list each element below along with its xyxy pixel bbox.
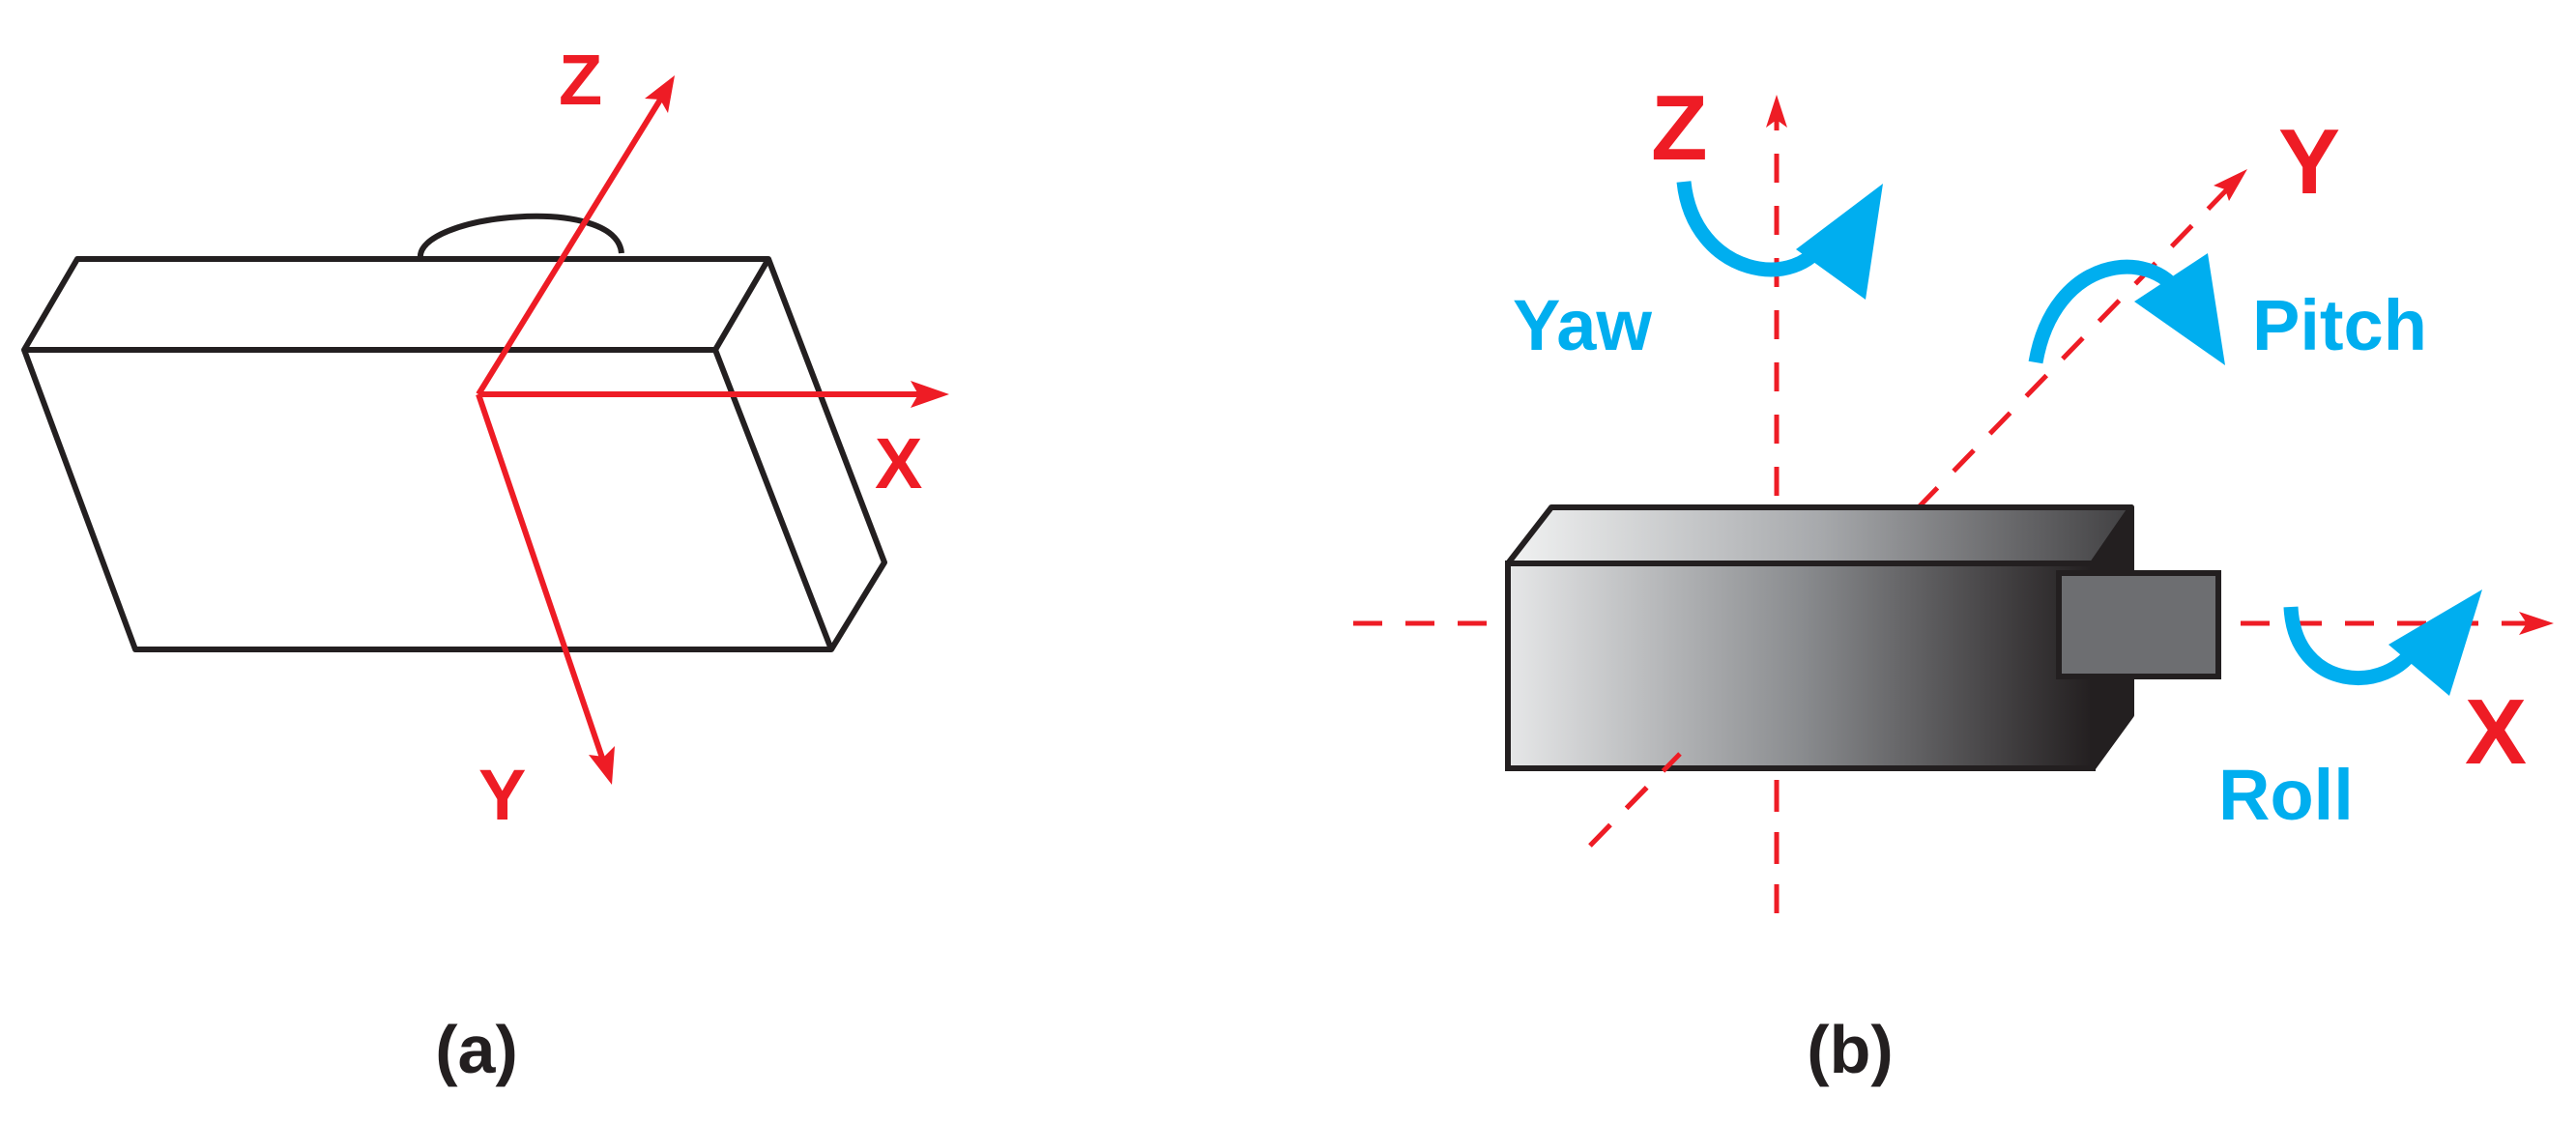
y-axis-label-a: Y — [478, 755, 526, 835]
y-axis-a — [476, 393, 607, 764]
z-arrowhead-b — [1766, 95, 1787, 128]
x-axis-label-a: X — [875, 423, 922, 503]
handle — [417, 213, 624, 260]
panel-b: Z Y X Yaw Pitch Roll (b) — [1353, 76, 2554, 1087]
box-top-face — [1505, 504, 2134, 566]
z-arrowhead-a — [645, 75, 675, 113]
panel-a: Z X Y (a) — [21, 40, 949, 1087]
box-front-face — [1505, 561, 2096, 771]
y-axis-front-segment — [1588, 752, 1682, 848]
device-box-outline — [21, 213, 887, 652]
yaw-arrow — [1676, 181, 1883, 300]
z-axis-label-a: Z — [559, 40, 602, 120]
x-arrowhead-a — [911, 381, 949, 408]
y-axis-label-b: Y — [2278, 110, 2340, 214]
pitch-arrow — [2028, 253, 2225, 365]
z-axis-a — [476, 95, 665, 396]
y-arrowhead-b — [2214, 169, 2247, 201]
caption-b: (b) — [1807, 1012, 1893, 1087]
pitch-label: Pitch — [2252, 285, 2427, 365]
z-axis-label-b: Z — [1651, 76, 1708, 180]
sensor-box — [1505, 504, 2221, 771]
y-arrowhead-a — [589, 746, 615, 785]
caption-a: (a) — [435, 1012, 518, 1087]
roll-arrow — [2283, 590, 2482, 696]
x-arrowhead-b — [2519, 612, 2554, 635]
axes-a — [476, 75, 949, 785]
roll-label: Roll — [2218, 755, 2354, 835]
connector — [2056, 570, 2221, 679]
axes-b — [1353, 95, 2554, 913]
yaw-label: Yaw — [1513, 285, 1652, 365]
x-axis-label-b: X — [2465, 680, 2527, 784]
